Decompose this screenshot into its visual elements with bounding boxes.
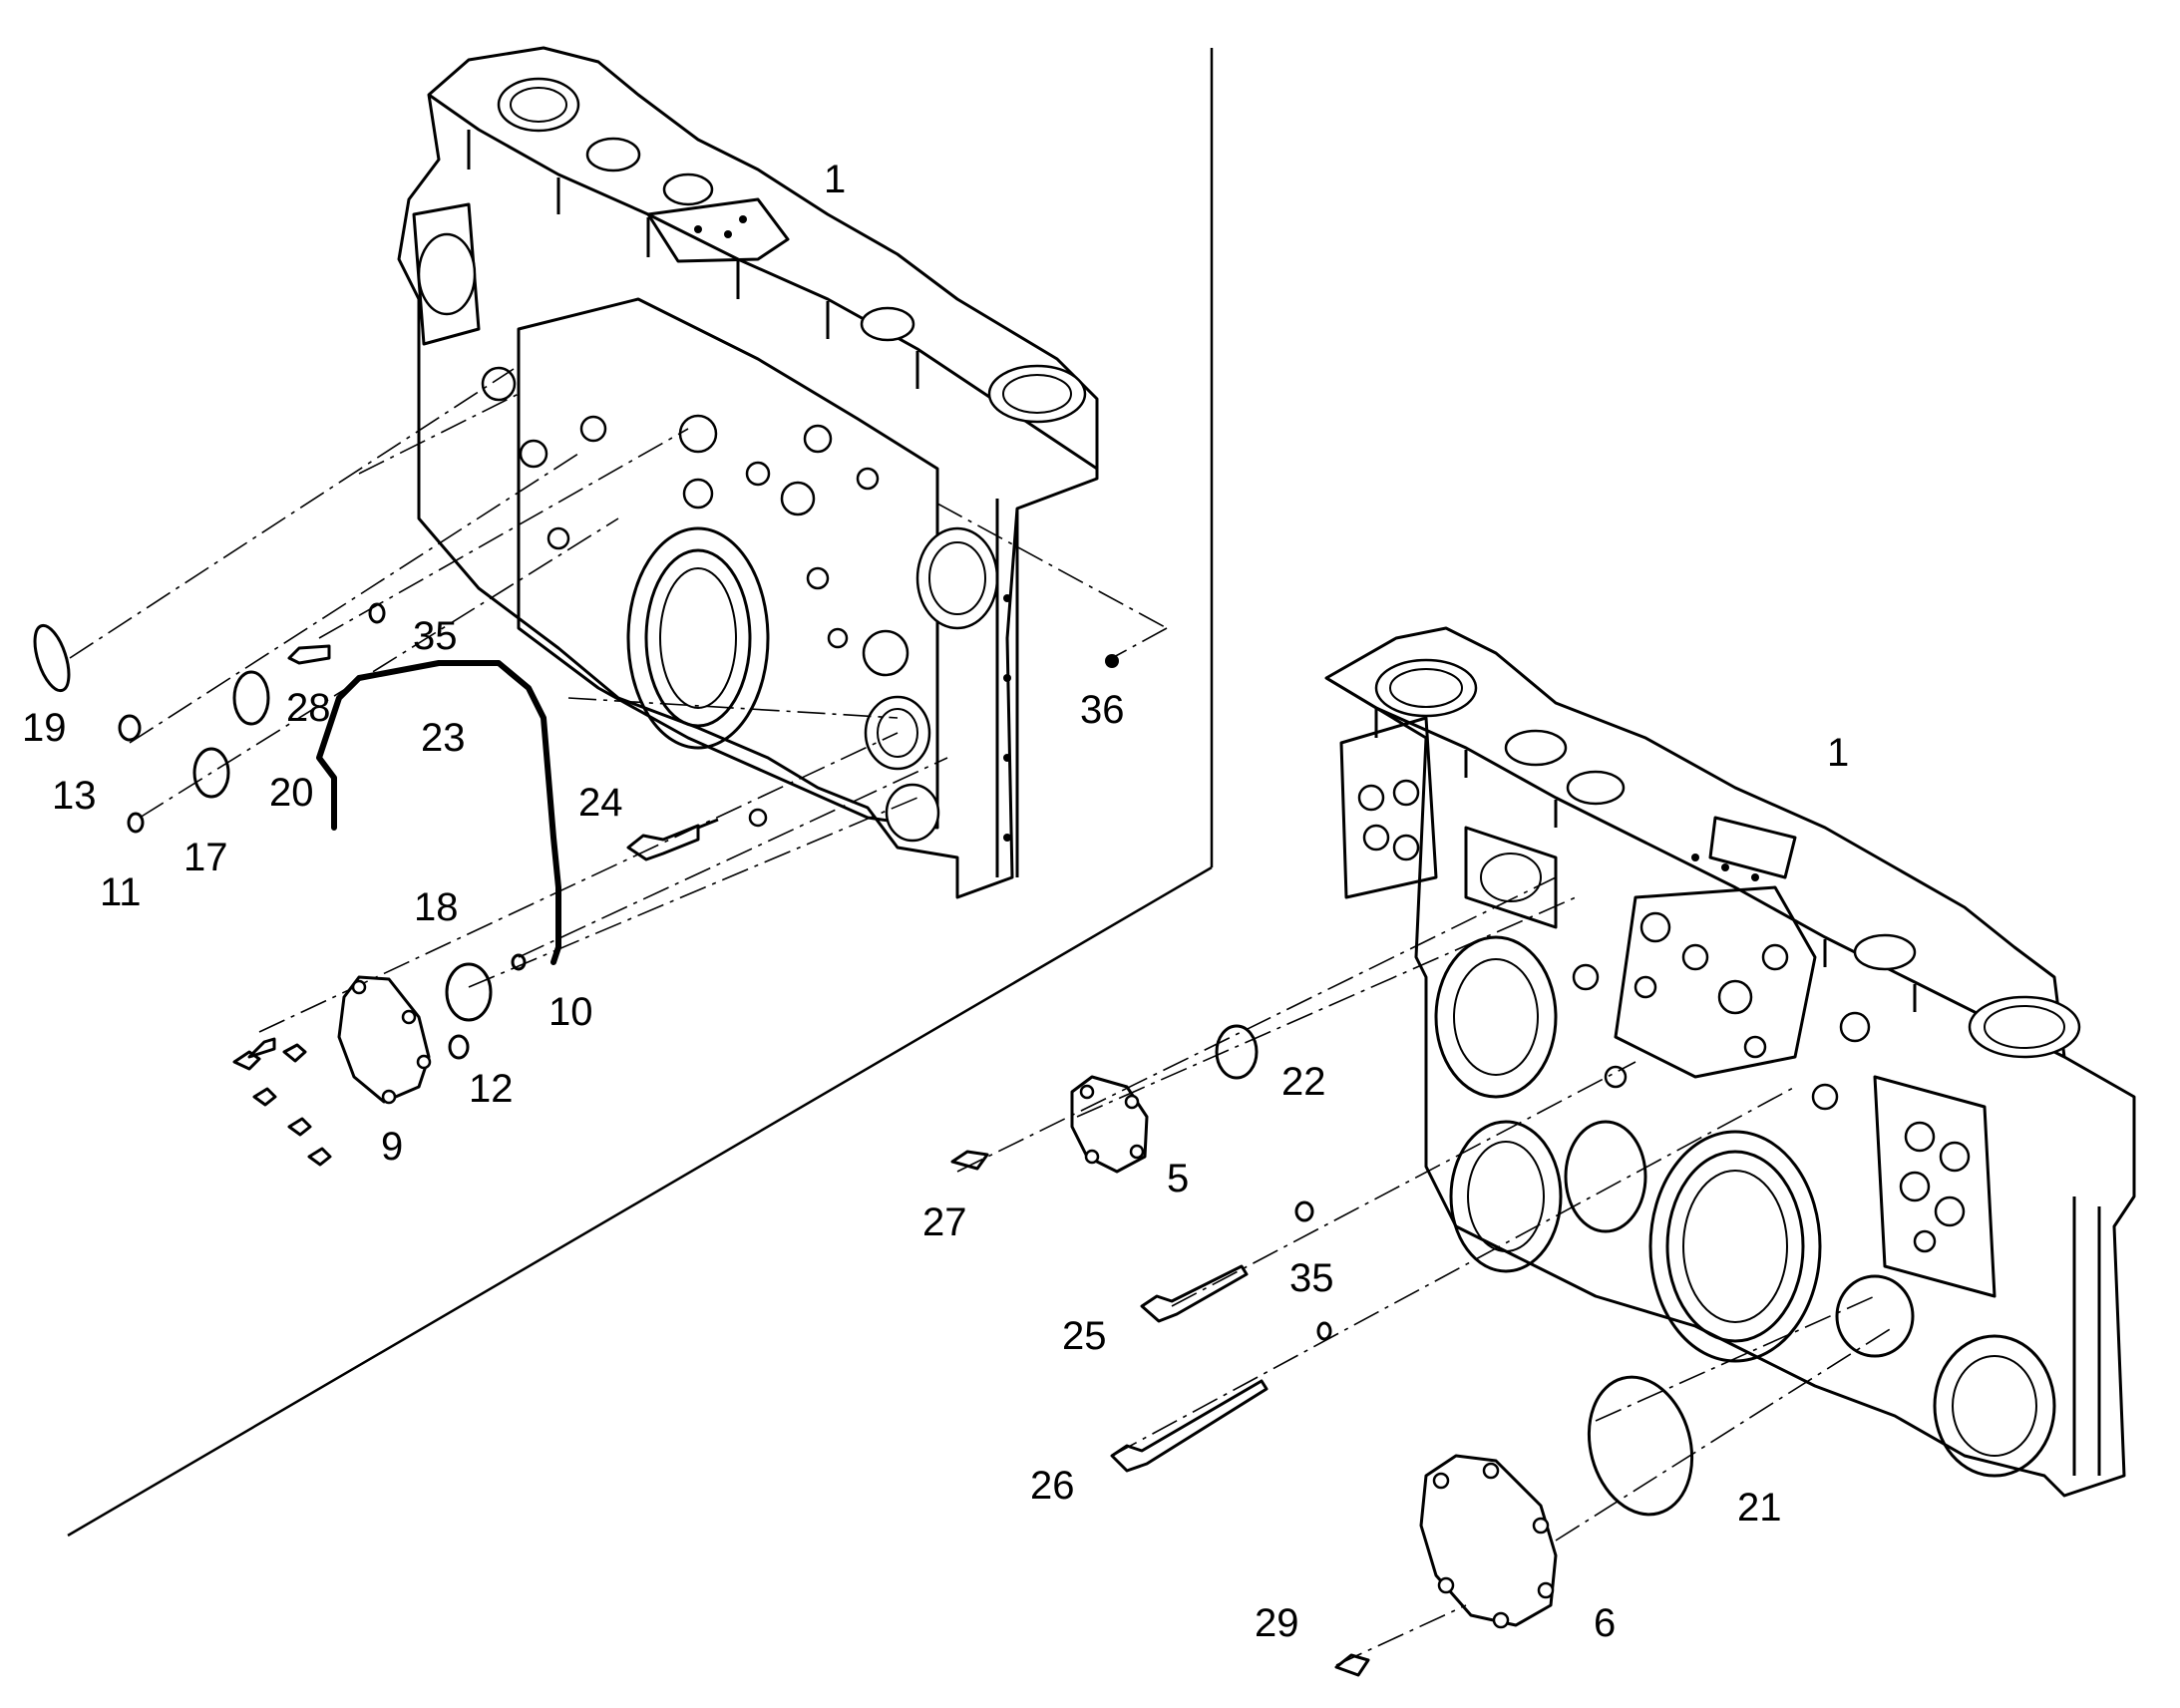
callout-35-lower: 35: [1289, 1256, 1334, 1300]
lower-center-lines: [956, 876, 1896, 1666]
upper-center-lines: [69, 368, 1168, 1033]
callout-6: 6: [1594, 1601, 1617, 1645]
callout-17: 17: [183, 836, 228, 879]
callout-13: 13: [52, 774, 97, 818]
callout-19: 19: [22, 706, 67, 750]
callout-10: 10: [548, 990, 593, 1034]
callout-26: 26: [1030, 1464, 1075, 1508]
callout-1-lower: 1: [1827, 731, 1850, 775]
callout-11: 11: [100, 870, 142, 914]
callout-29: 29: [1255, 1601, 1299, 1645]
upper-small-parts: [33, 602, 1119, 1167]
callout-18: 18: [414, 885, 459, 929]
callout-5: 5: [1167, 1157, 1190, 1200]
callout-23: 23: [421, 716, 466, 760]
callout-1-upper: 1: [824, 158, 847, 201]
callout-24: 24: [578, 781, 623, 825]
callout-28: 28: [286, 686, 331, 730]
callout-36: 36: [1080, 688, 1125, 732]
lower-timing-housing: [1324, 626, 2136, 1498]
callout-27: 27: [922, 1200, 967, 1244]
divider-frame: [67, 48, 1214, 1537]
callout-35-upper: 35: [413, 614, 458, 658]
callout-25: 25: [1062, 1314, 1107, 1358]
callout-20: 20: [269, 771, 314, 815]
callout-21: 21: [1737, 1486, 1782, 1530]
callout-22: 22: [1281, 1060, 1326, 1104]
callout-9: 9: [381, 1125, 404, 1169]
callout-12: 12: [469, 1067, 514, 1111]
lower-small-parts: [950, 1024, 1694, 1677]
upper-timing-housing: [397, 46, 1099, 899]
